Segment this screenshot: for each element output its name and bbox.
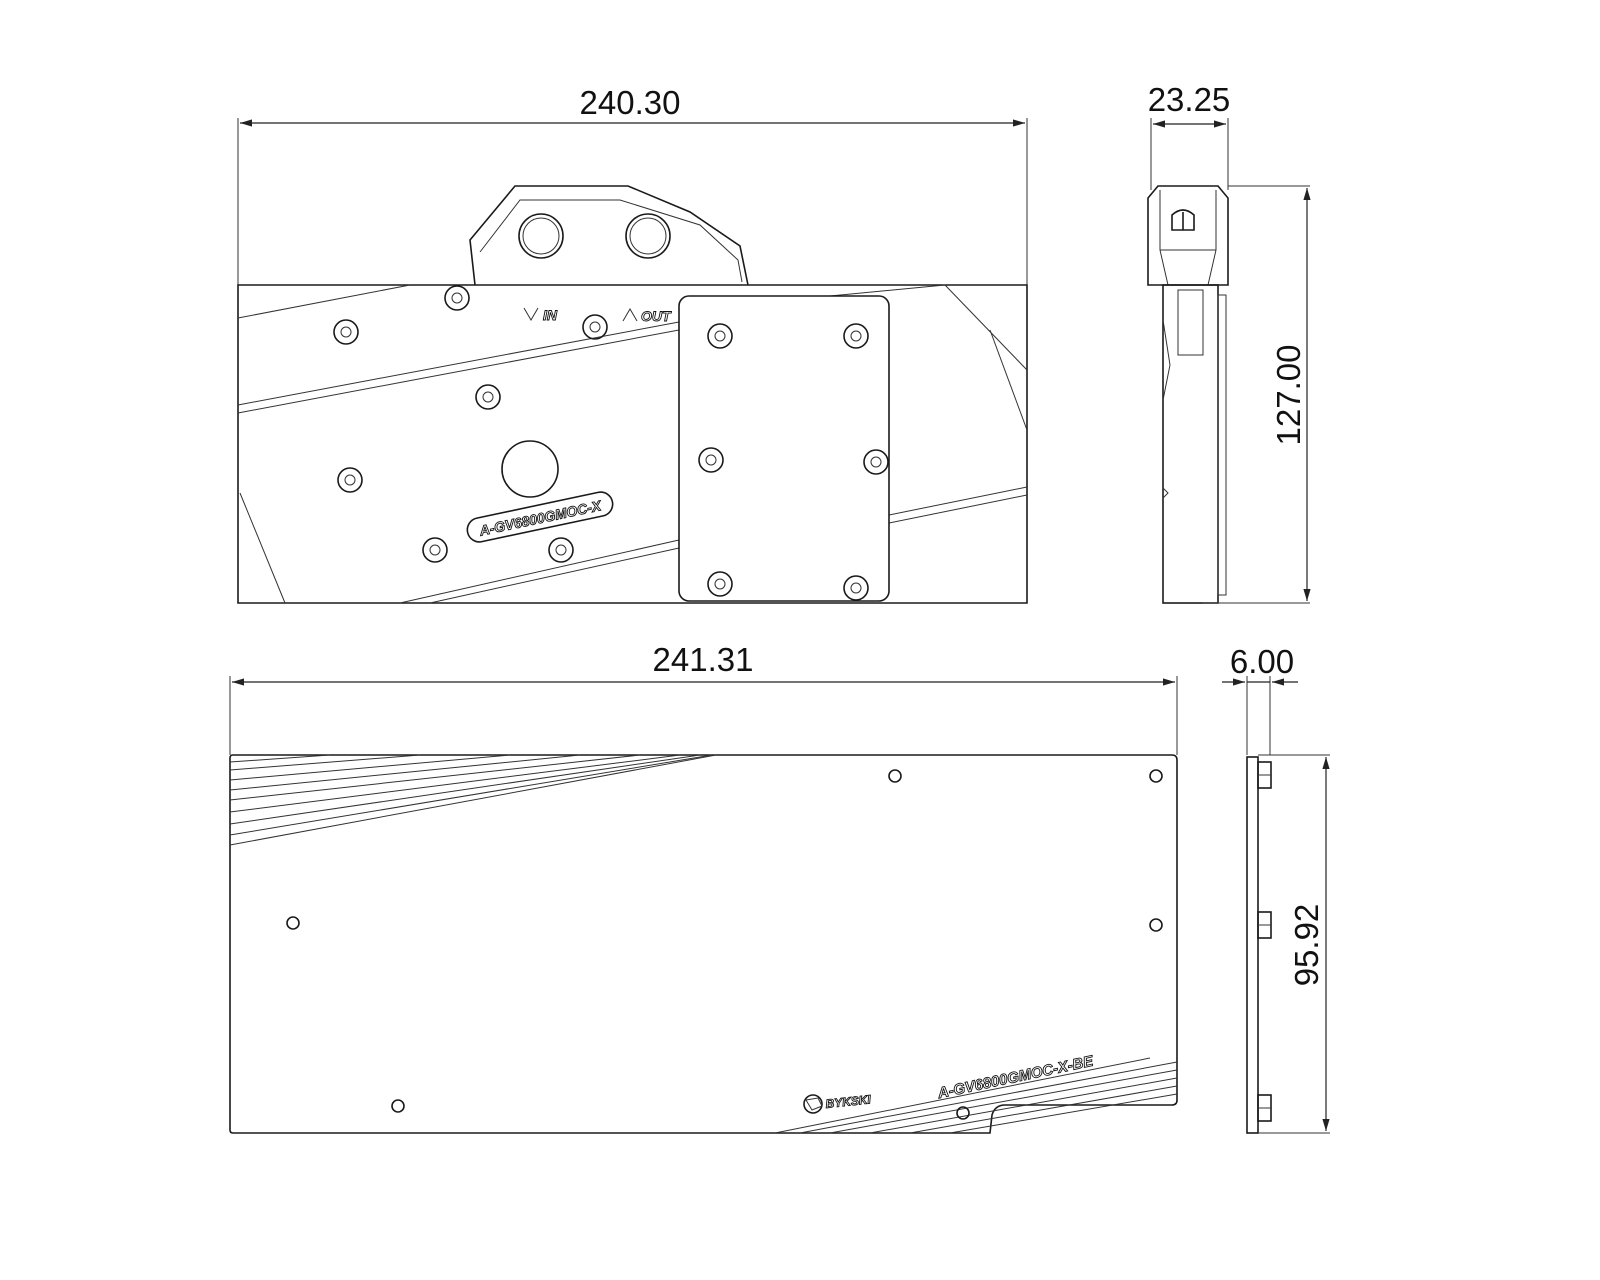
inlet-port — [518, 213, 564, 259]
dimension-backplate-thickness: 6.00 — [1230, 643, 1294, 680]
backplate-front-view: 241.31 — [229, 641, 1178, 1134]
block-model-badge: A-GV6800GMOC-X — [466, 491, 614, 543]
dimension-block-height: 127.00 — [1270, 345, 1307, 446]
dimension-block-thickness: 23.25 — [1148, 81, 1231, 118]
waterblock-side-view: 23.25 127.00 — [1147, 81, 1311, 604]
svg-text:A-GV6800GMOC-X-BE: A-GV6800GMOC-X-BE — [935, 1052, 1095, 1102]
dimension-backplate-height: 95.92 — [1288, 904, 1325, 987]
backplate-stripes-bottom — [774, 1057, 1178, 1134]
waterblock-front-view: 240.30 IN OUT — [237, 84, 1028, 604]
dimension-block-length: 240.30 — [580, 84, 681, 121]
outlet-label: OUT — [641, 308, 672, 324]
plate-screws — [698, 323, 889, 601]
brand-logo: BYKSKI — [803, 1092, 873, 1114]
outlet-port — [625, 213, 671, 259]
svg-text:A-GV6800GMOC-X: A-GV6800GMOC-X — [477, 497, 604, 539]
backplate-stripes-top — [229, 754, 717, 846]
center-plug — [501, 440, 559, 498]
standoffs — [1257, 761, 1272, 1122]
svg-text:BYKSKI: BYKSKI — [825, 1092, 872, 1111]
dimension-backplate-length: 241.31 — [653, 641, 754, 678]
inlet-label: IN — [543, 307, 558, 323]
backplate-outline — [229, 754, 1178, 1134]
memory-cover-plate — [678, 295, 890, 602]
backplate-side-view: 6.00 95.92 — [1222, 643, 1330, 1134]
block-body — [237, 284, 1028, 604]
backplate-model-label: A-GV6800GMOC-X-BE — [935, 1052, 1096, 1103]
screws — [333, 285, 608, 563]
backplate-holes — [286, 769, 1163, 1120]
terminal-outline — [469, 185, 749, 286]
